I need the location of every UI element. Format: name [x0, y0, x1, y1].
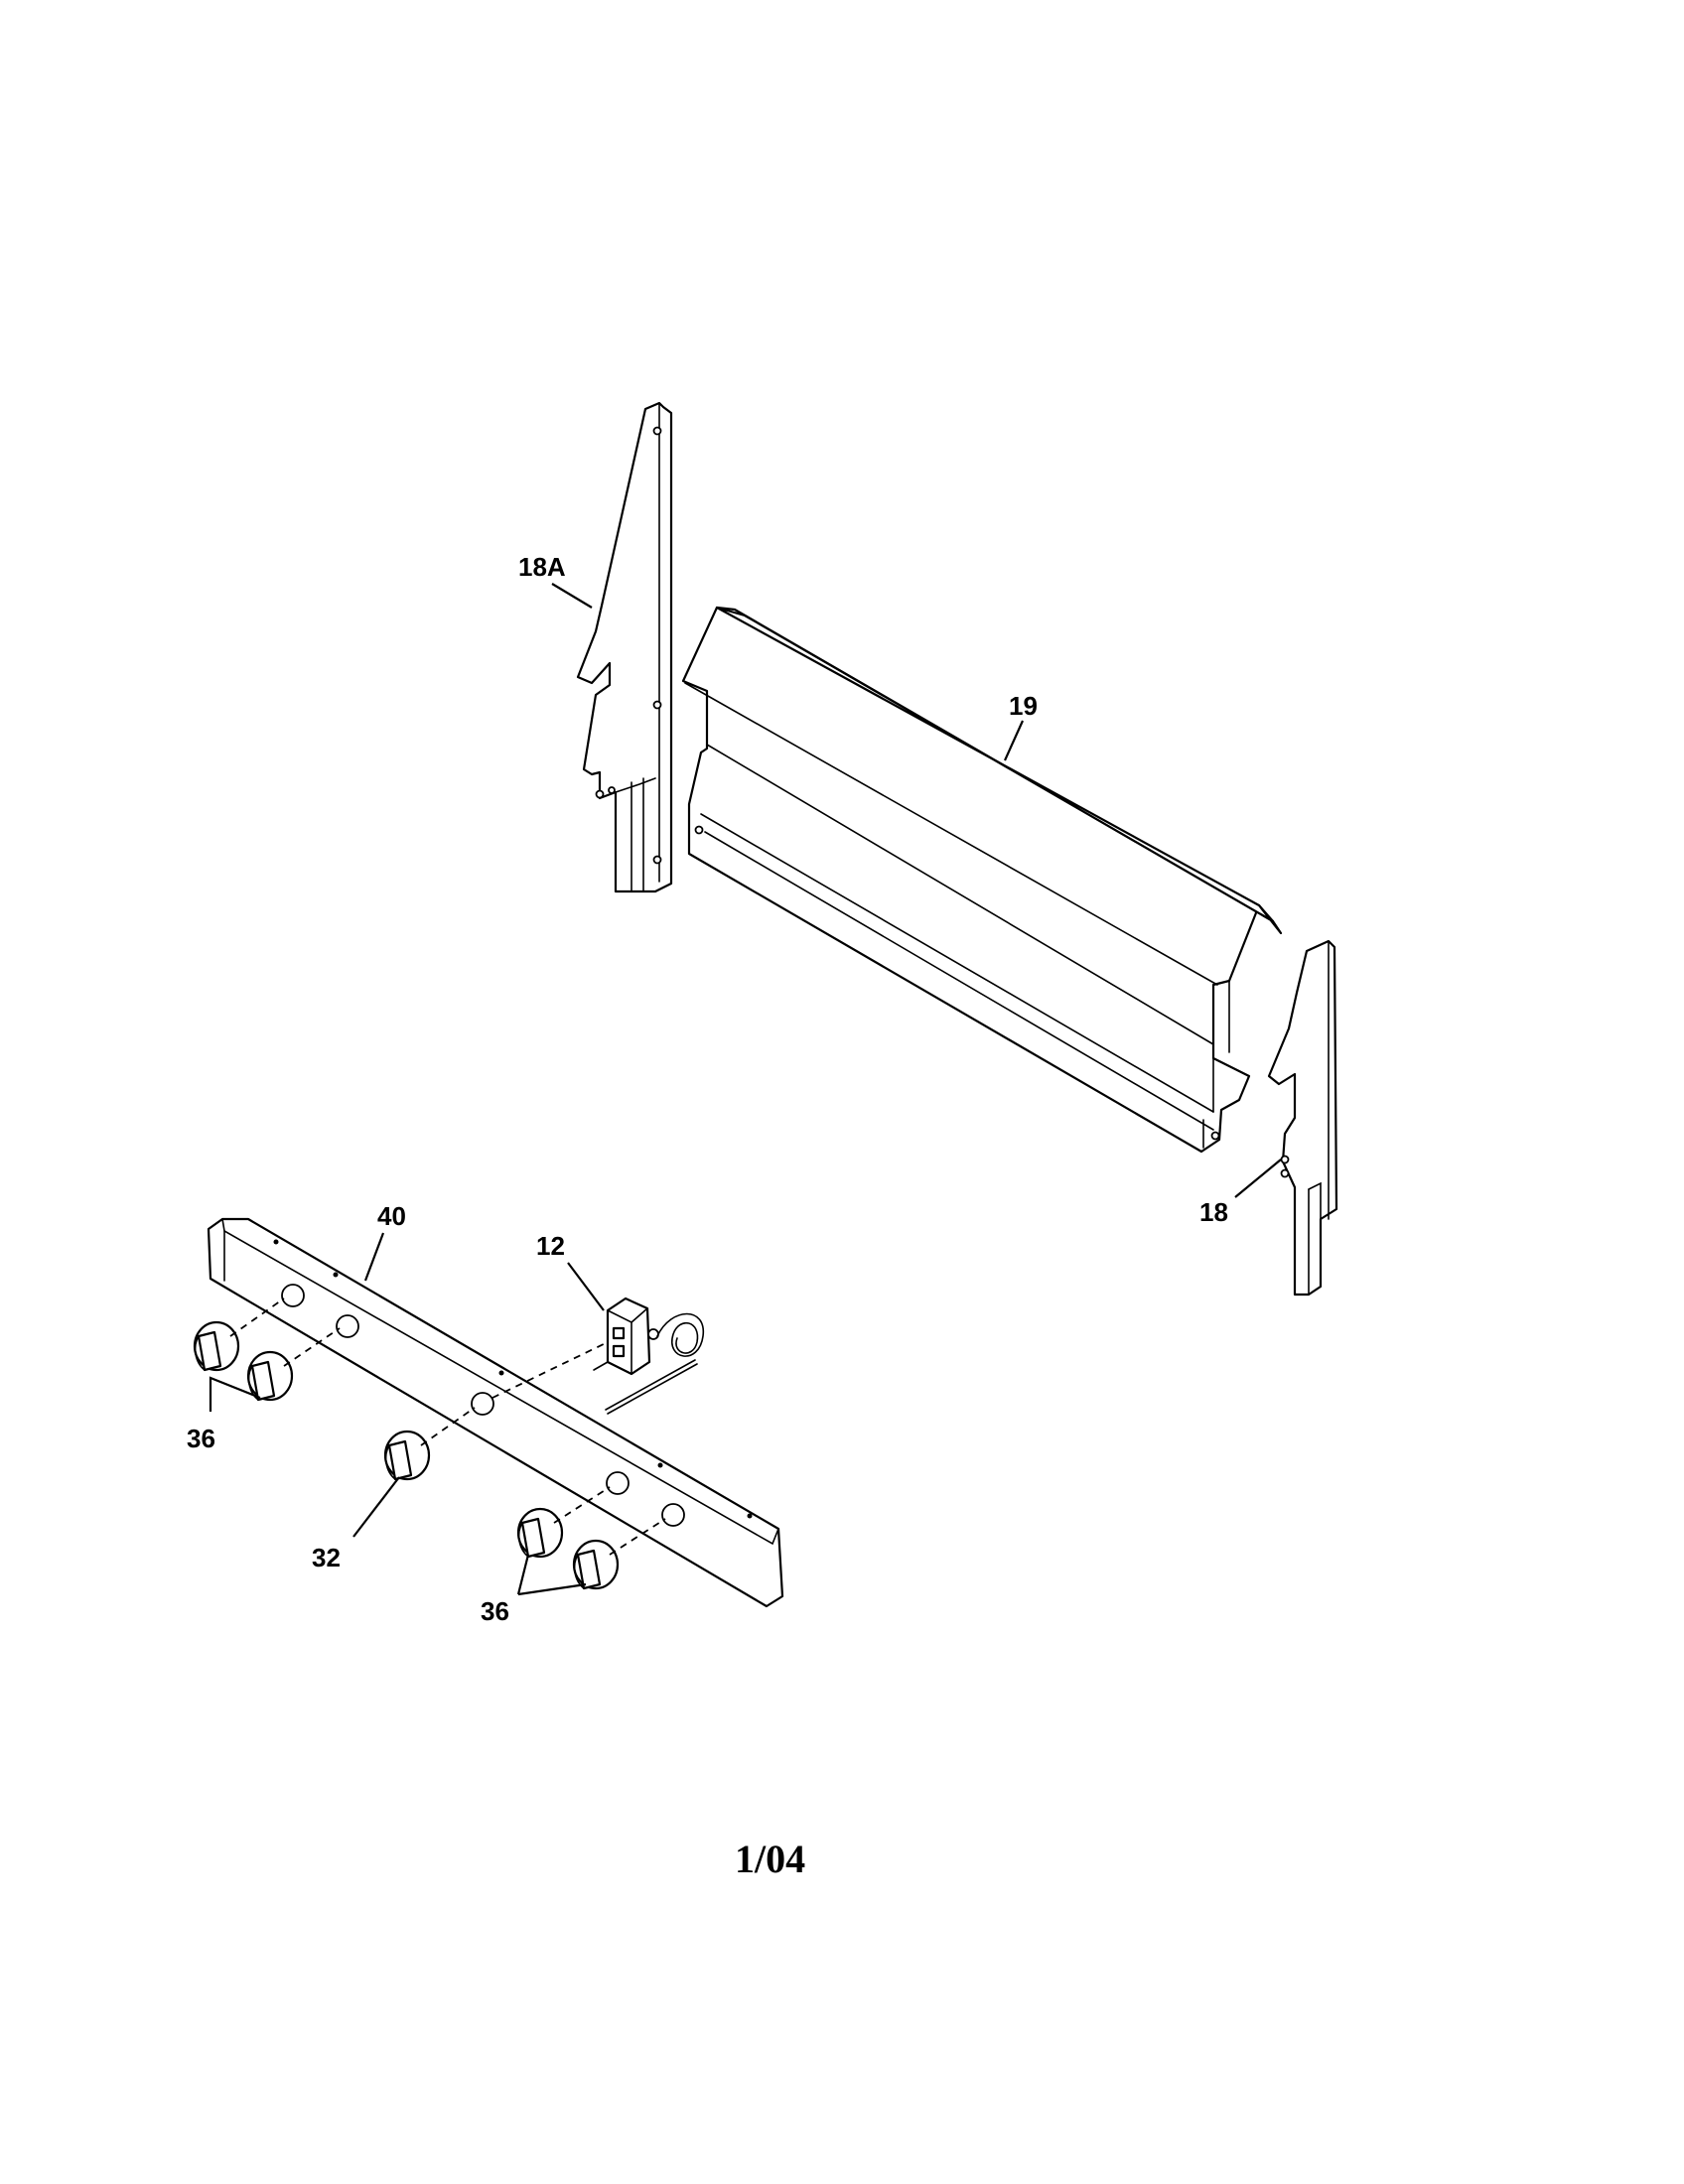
callout-36-left: 36	[187, 1424, 215, 1453]
assembly-lines	[229, 1297, 666, 1556]
backguard-panel-19	[681, 606, 1283, 1154]
callout-12: 12	[536, 1231, 565, 1261]
callout-18: 18	[1199, 1197, 1228, 1227]
callout-40: 40	[377, 1201, 406, 1231]
side-bracket-18	[1267, 939, 1338, 1297]
callout-18a: 18A	[518, 552, 566, 582]
knob-36-a	[193, 1320, 240, 1372]
knob-36-d	[572, 1539, 620, 1590]
knob-36-c	[516, 1507, 564, 1559]
date-code: 1/04	[735, 1837, 805, 1881]
callout-19: 19	[1009, 691, 1038, 721]
leader-lines	[209, 583, 1282, 1596]
callout-36-right: 36	[481, 1596, 509, 1626]
control-panel-40	[207, 1217, 784, 1608]
knob-36-b	[246, 1350, 294, 1402]
callout-32: 32	[312, 1543, 341, 1572]
thermostat-12	[593, 1297, 704, 1415]
side-bracket-18a	[576, 401, 673, 893]
knob-32	[383, 1430, 431, 1481]
